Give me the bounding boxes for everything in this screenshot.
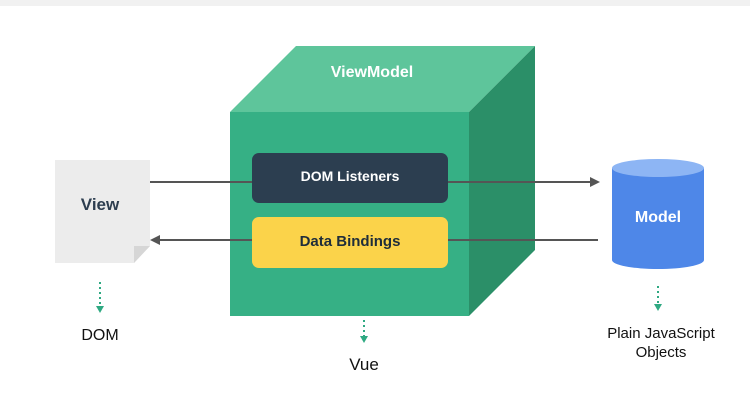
model-title: Model (634, 209, 682, 226)
model-caption: Plain JavaScript Objects (586, 324, 736, 362)
view-document (55, 160, 150, 263)
vue-caption: Vue (349, 355, 379, 374)
model-cylinder (612, 159, 704, 269)
dom-listeners-label: DOM Listeners (300, 168, 400, 184)
model-caption-line2: Objects (635, 344, 687, 361)
cube-top-face (230, 46, 535, 112)
data-bindings-label: Data Bindings (299, 233, 401, 250)
data-bindings-box (252, 217, 448, 268)
top-border (0, 0, 750, 6)
view-title: View (80, 195, 120, 214)
cube-front-face (230, 112, 469, 316)
viewmodel-title: ViewModel (330, 64, 414, 81)
model-caption-line1: Plain JavaScript (607, 325, 715, 342)
dom-listeners-box (252, 153, 448, 203)
dom-caption: DOM (81, 327, 119, 344)
